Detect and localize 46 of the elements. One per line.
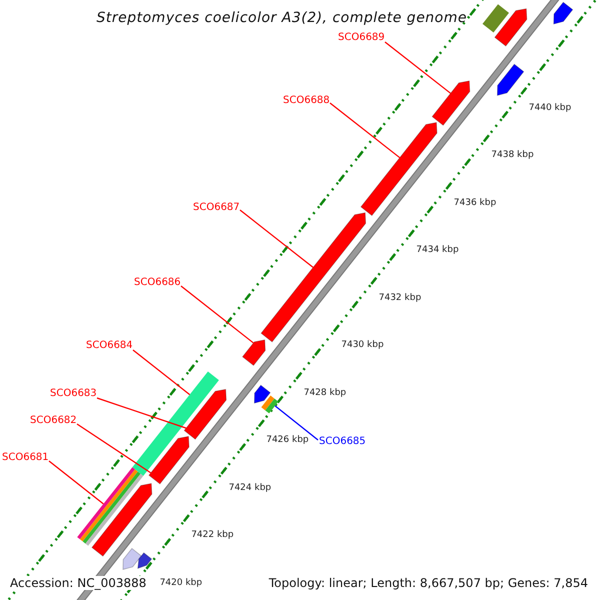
scale-label: 7436 kbp [454, 198, 496, 208]
scale-label: 7440 kbp [528, 104, 572, 113]
leader-line [132, 350, 190, 396]
scale-label: 7422 kbp [191, 531, 234, 540]
gene-feature [553, 2, 574, 25]
gene-feature [137, 552, 152, 569]
gene-label: SCO6689 [338, 33, 385, 43]
genome-stats-text: Topology: linear; Length: 8,667,507 bp; Genes: 7,854 [266, 576, 590, 590]
leader-line [180, 286, 254, 344]
gene-feature [148, 436, 190, 484]
leader-line [240, 210, 314, 268]
gene-label: SCO6688 [283, 96, 330, 106]
gene-feature [254, 384, 271, 404]
gene-feature [91, 483, 152, 557]
gene-bar [261, 395, 278, 414]
gene-bar [77, 467, 144, 546]
scale-label: 7430 kbp [341, 341, 384, 350]
gene-label: SCO6687 [193, 203, 240, 213]
gene-label: SCO6685 [319, 437, 366, 447]
gene-label: SCO6681 [2, 453, 49, 463]
gene-feature [122, 548, 142, 570]
gene-feature [360, 122, 438, 216]
gene-label: SCO6684 [86, 341, 133, 351]
gene-feature [184, 388, 227, 440]
accession-text: Accession: NC_003888 [8, 576, 148, 590]
scale-label: 7428 kbp [304, 388, 346, 398]
leader-line [330, 102, 400, 158]
scale-label: 7438 kbp [491, 151, 534, 160]
scale-label: 7432 kbp [378, 294, 422, 303]
leader-line [76, 424, 152, 474]
leader-line [274, 405, 318, 440]
gene-label: SCO6682 [30, 416, 77, 426]
title: Streptomyces coelicolor A3(2), complete genome [96, 11, 467, 25]
gene-feature [496, 64, 524, 96]
gene-label: SCO6683 [50, 389, 97, 399]
scale-label: 7426 kbp [266, 436, 309, 446]
scale-label: 7424 kbp [228, 484, 272, 493]
gene-label: SCO6686 [134, 278, 181, 288]
leader-line [384, 42, 451, 94]
leader-line [96, 397, 186, 429]
gene-feature [242, 339, 266, 366]
gene-feature [432, 80, 470, 126]
leader-line [48, 460, 104, 504]
gene-feature [494, 8, 528, 47]
scale-label: 7420 kbp [160, 578, 202, 588]
scale-label: 7434 kbp [416, 246, 459, 256]
